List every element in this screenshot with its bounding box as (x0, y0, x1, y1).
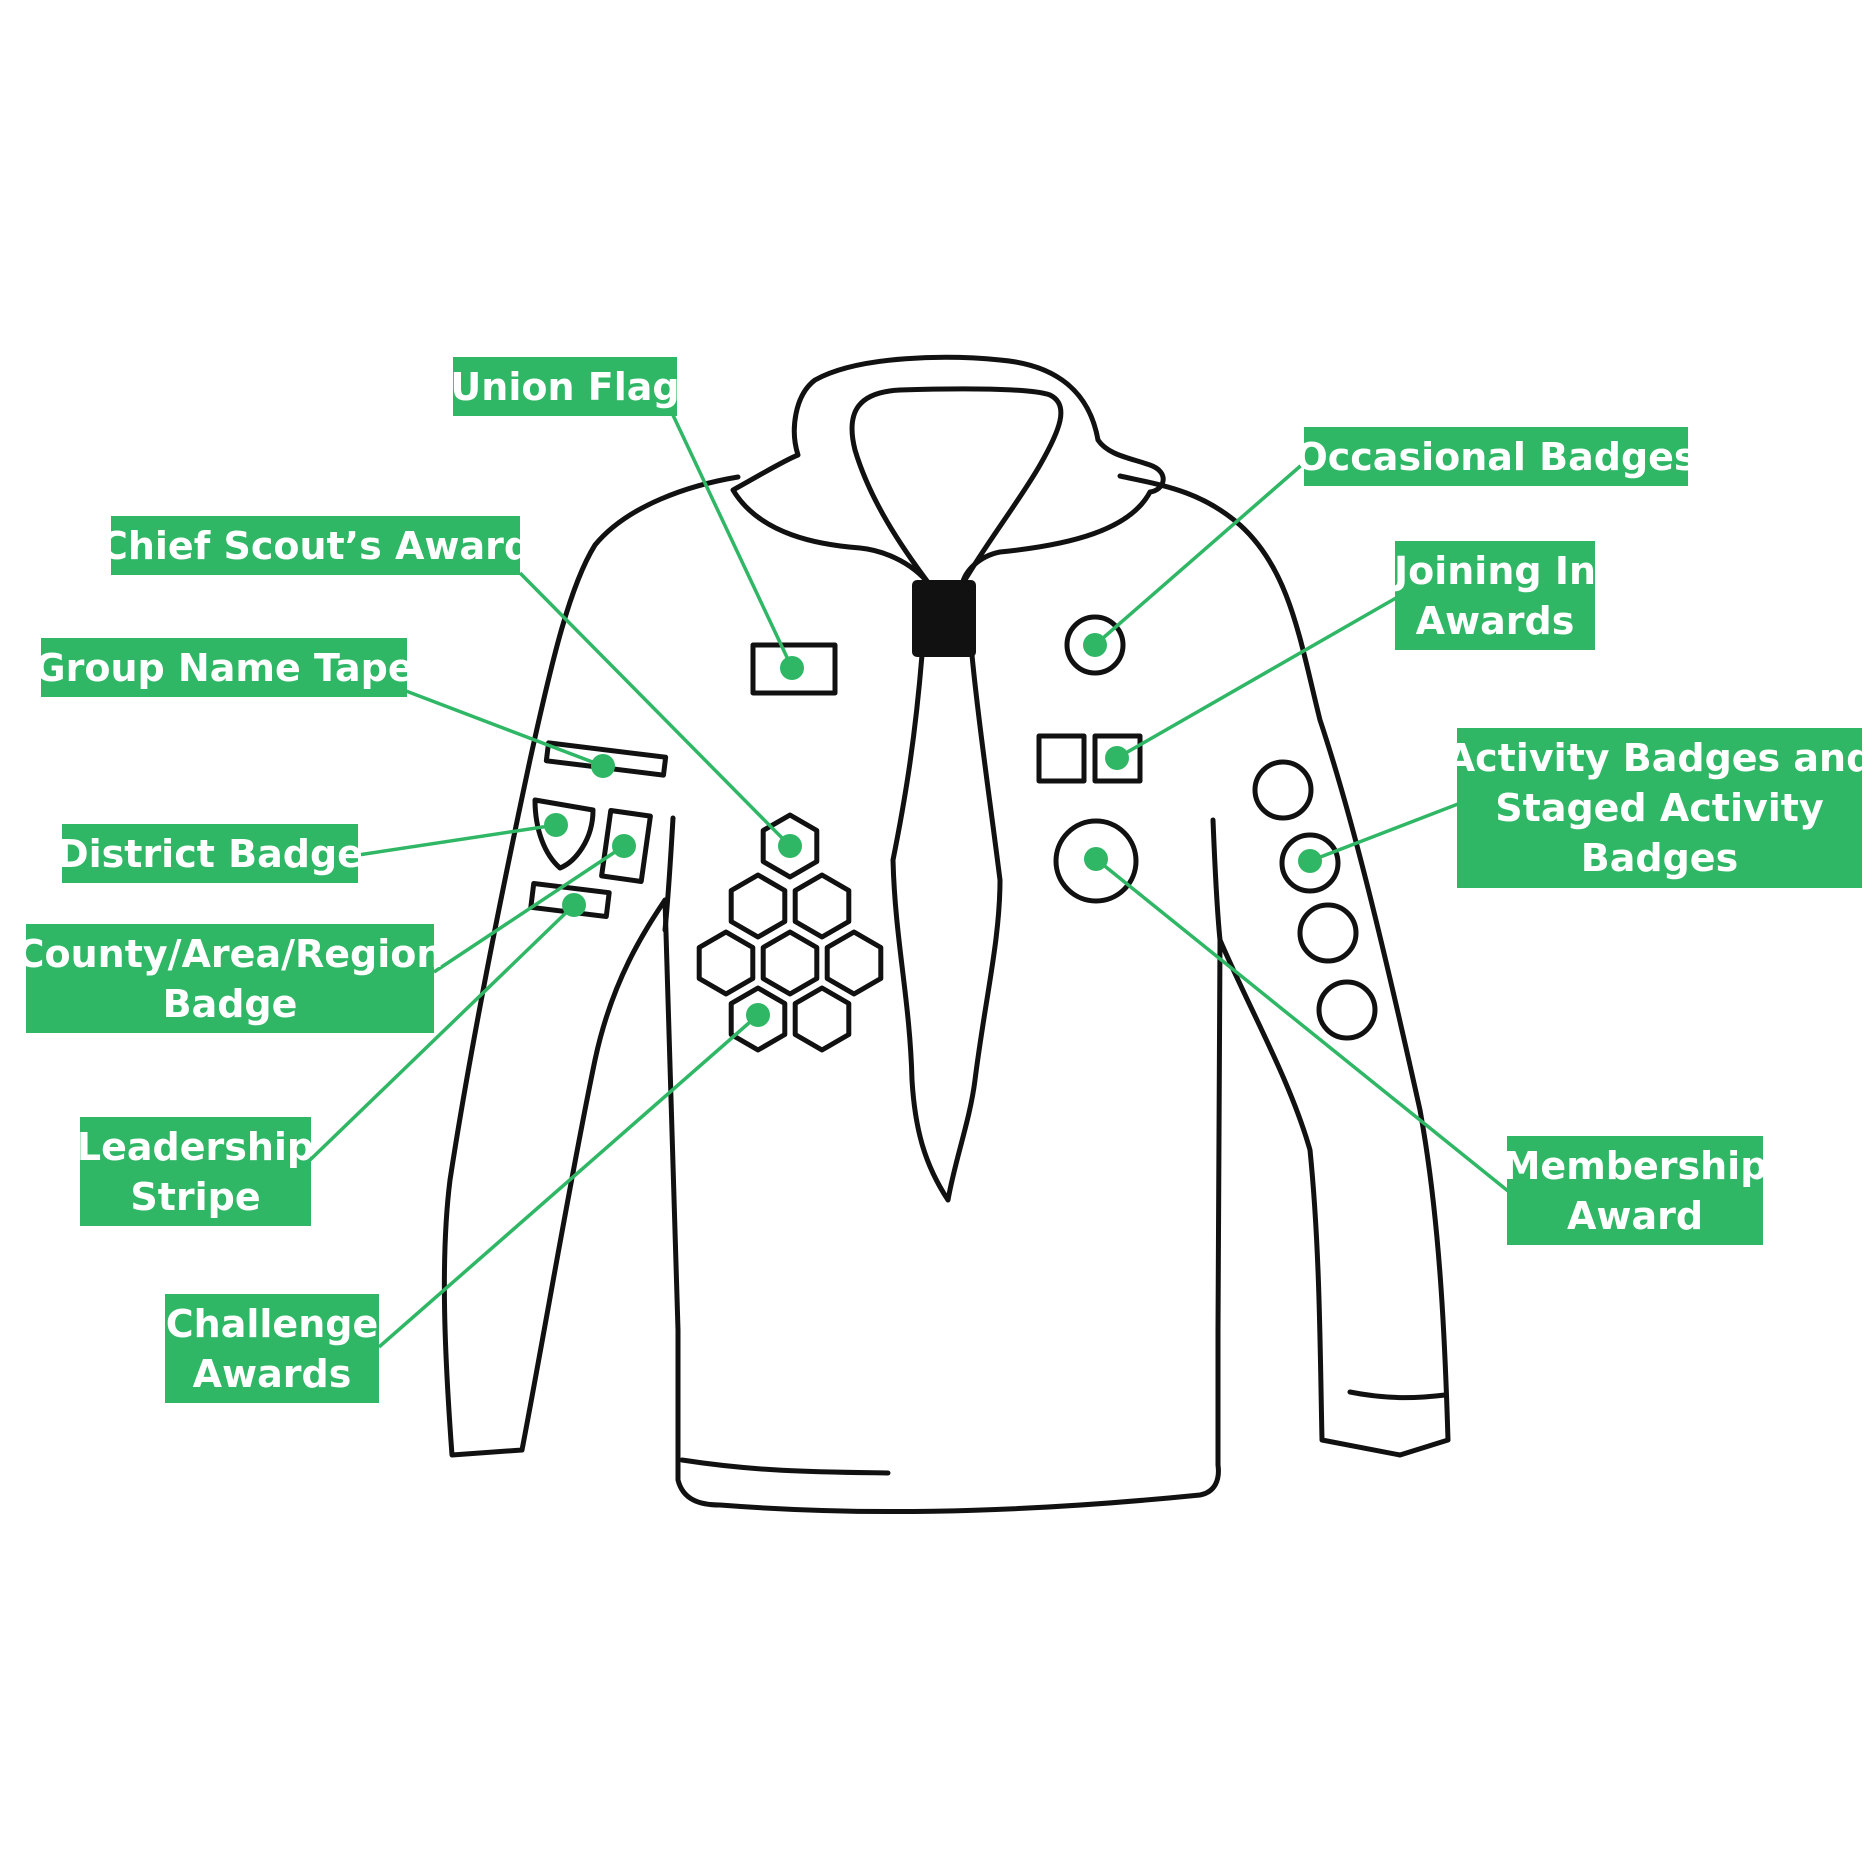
shirt-inner-arm-left (662, 815, 676, 933)
leader-leadership-stripe (308, 903, 576, 1162)
shirt-collar (730, 354, 1166, 588)
leader-county-badge (433, 844, 625, 974)
leader-chief-scouts-award (518, 571, 792, 848)
activity-badge-patch-3 (1297, 902, 1359, 964)
label-line: Stripe (130, 1174, 261, 1219)
label-line: Joining In (1393, 548, 1597, 593)
dot-challenge-awards (746, 1003, 770, 1027)
label-line: Activity Badges and (1445, 736, 1874, 780)
dot-chief-scouts-award (778, 834, 802, 858)
dot-activity-badges (1298, 849, 1322, 873)
activity-badge-patch-4 (1316, 979, 1378, 1041)
label-line: Chief Scout’s Award (99, 523, 532, 568)
leader-challenge-awards (377, 1013, 760, 1349)
label-joining-in-awards: Joining In Awards (1393, 541, 1597, 650)
joining-in-award-patch-1 (1036, 733, 1087, 784)
dot-group-name-tape (591, 754, 615, 778)
shirt-inner-arm-right (1210, 817, 1223, 943)
district-badge-patch (532, 797, 596, 871)
leader-activity-badges (1309, 802, 1459, 863)
shirt-cuff-right (1347, 1389, 1448, 1401)
label-line: Badges (1580, 836, 1739, 880)
label-line: Group Name Tape (34, 645, 414, 690)
label-line: Membership (1502, 1143, 1768, 1188)
challenge-award-hexagon (824, 929, 884, 997)
dot-county-badge (612, 834, 636, 858)
leader-occasional-badges (1093, 460, 1307, 647)
label-line: County/Area/Region (16, 931, 444, 976)
leader-membership-award (1094, 857, 1510, 1193)
label-line: Awards (192, 1351, 352, 1396)
dot-joining-in-awards (1105, 746, 1129, 770)
shirt-hem (679, 1457, 891, 1476)
label-line: District Badge (57, 831, 363, 876)
marker-dots (544, 633, 1322, 1027)
label-occasional-badges: Occasional Badges (1295, 427, 1697, 486)
label-group-name-tape: Group Name Tape (34, 638, 414, 697)
activity-badge-patch-1 (1252, 759, 1314, 821)
challenge-award-hexagon (792, 872, 852, 940)
leader-district-badge (357, 823, 557, 857)
leader-union-flag (670, 412, 794, 669)
label-line: Challenge (165, 1301, 379, 1346)
dot-leadership-stripe (562, 893, 586, 917)
challenge-award-hexagon (792, 985, 852, 1053)
challenge-award-hexagon (728, 872, 788, 940)
leader-joining-in-awards (1116, 596, 1397, 760)
label-line: Union Flag (450, 364, 680, 409)
dot-membership-award (1084, 847, 1108, 871)
label-line: Award (1566, 1193, 1704, 1238)
label-line: Leadership (76, 1124, 315, 1169)
challenge-award-hexagon (696, 929, 756, 997)
leader-group-name-tape (405, 689, 604, 768)
label-line: Staged Activity (1495, 786, 1824, 830)
dot-union-flag (780, 656, 804, 680)
leader-lines (308, 412, 1510, 1349)
shirt-outline (441, 354, 1451, 1515)
joining-in-award-patch-2 (1092, 733, 1143, 784)
label-union-flag: Union Flag (450, 357, 680, 416)
label-chief-scouts-award: Chief Scout’s Award (100, 516, 531, 575)
label-line: Badge (162, 981, 298, 1026)
dot-occasional-badges (1083, 633, 1107, 657)
dot-district-badge (544, 813, 568, 837)
challenge-award-hexagon (760, 929, 820, 997)
label-line: Occasional Badges (1295, 434, 1697, 479)
label-line: Awards (1415, 598, 1575, 643)
shirt-body (441, 473, 1451, 1515)
label-district-badge: District Badge (57, 824, 363, 883)
woggle (912, 580, 976, 657)
shirt-collar-inner (849, 386, 1064, 588)
neckerchief (890, 652, 1003, 1203)
